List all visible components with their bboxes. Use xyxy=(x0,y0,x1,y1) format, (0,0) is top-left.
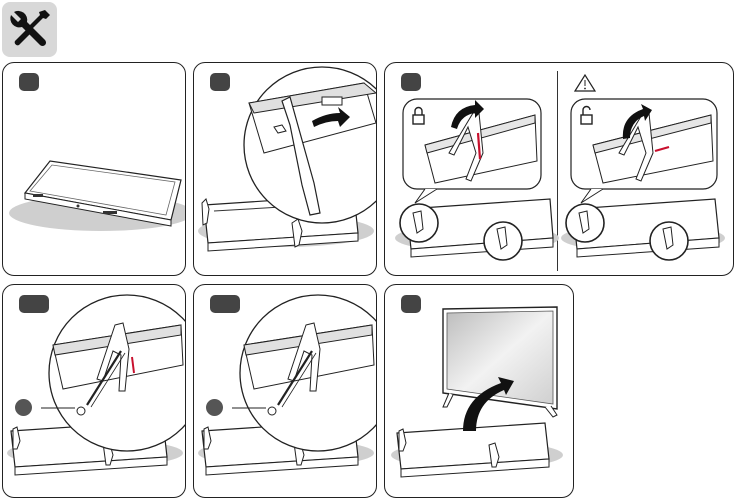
screw-stand-illustration xyxy=(3,285,186,498)
step-3-panel xyxy=(384,62,734,276)
screw-callout xyxy=(15,399,32,416)
stand-up-tv-illustration xyxy=(385,285,574,498)
step-6-panel xyxy=(384,284,574,498)
step-2-panel xyxy=(193,62,377,276)
lock-unlock-illustration xyxy=(385,63,734,276)
screw-callout xyxy=(206,399,223,416)
tv-facedown-illustration xyxy=(3,63,186,276)
insert-stand-illustration xyxy=(194,63,377,276)
step-4-panel xyxy=(2,284,186,498)
tools-icon-box xyxy=(2,2,57,57)
screw-stand-alt-illustration xyxy=(194,285,377,498)
step-1-panel xyxy=(2,62,186,276)
step-5-panel xyxy=(193,284,377,498)
tools-icon xyxy=(2,2,57,57)
